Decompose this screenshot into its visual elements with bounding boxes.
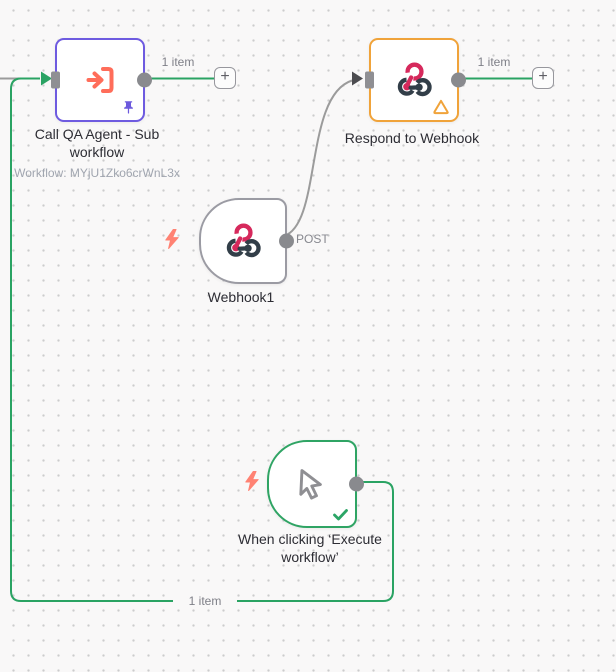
webhook-icon bbox=[201, 200, 285, 282]
cursor-icon bbox=[269, 442, 355, 526]
node-call-qa-agent[interactable] bbox=[51, 38, 152, 122]
node-respond-to-webhook[interactable] bbox=[365, 38, 466, 122]
arrow-into-bracket-subworkflow-icon bbox=[57, 40, 143, 120]
webhook-icon bbox=[371, 40, 457, 120]
node-title-line: workflow’ bbox=[281, 549, 339, 566]
node-title-call-qa-agent: Call QA Agent - Sub workflow bbox=[17, 125, 177, 162]
output-connector-respond[interactable] bbox=[451, 72, 466, 88]
node-title-respond-to-webhook: Respond to Webhook bbox=[344, 130, 480, 146]
node-subtitle-workflow-id: Workflow: MYjU1Zko6crWnL3x bbox=[14, 166, 180, 180]
input-connector-callqa[interactable] bbox=[51, 71, 60, 89]
node-webhook1[interactable] bbox=[199, 198, 294, 284]
node-title-line: When clicking ‘Execute bbox=[238, 531, 382, 547]
output-method-label: POST bbox=[296, 232, 329, 246]
input-connector-respond[interactable] bbox=[365, 71, 374, 89]
output-connector-callqa[interactable] bbox=[137, 72, 152, 88]
input-arrow-respond bbox=[352, 71, 363, 86]
add-node-button[interactable]: + bbox=[532, 67, 554, 89]
items-count-label: 1 item bbox=[477, 55, 511, 69]
output-connector-webhook1[interactable] bbox=[279, 233, 294, 249]
node-execute-workflow-trigger[interactable] bbox=[267, 440, 364, 528]
node-title-line: Call QA Agent - Sub bbox=[34, 126, 160, 142]
items-count-label: 1 item bbox=[173, 594, 237, 608]
items-count-label: 1 item bbox=[161, 55, 195, 69]
add-node-button[interactable]: + bbox=[214, 67, 236, 89]
warning-triangle-icon bbox=[432, 98, 450, 115]
node-title-webhook1: Webhook1 bbox=[207, 289, 275, 305]
lightning-bolt-icon bbox=[165, 229, 179, 249]
connection-webhook-to-respond[interactable] bbox=[283, 79, 353, 237]
pin-icon bbox=[121, 100, 136, 115]
node-title-line: workflow bbox=[69, 144, 125, 161]
lightning-bolt-icon bbox=[245, 471, 259, 491]
checkmark-icon bbox=[333, 509, 348, 521]
output-connector-execute[interactable] bbox=[349, 476, 364, 492]
input-arrow-callqa bbox=[41, 71, 52, 86]
node-title-execute-trigger: When clicking ‘Execute workflow’ bbox=[220, 530, 400, 567]
